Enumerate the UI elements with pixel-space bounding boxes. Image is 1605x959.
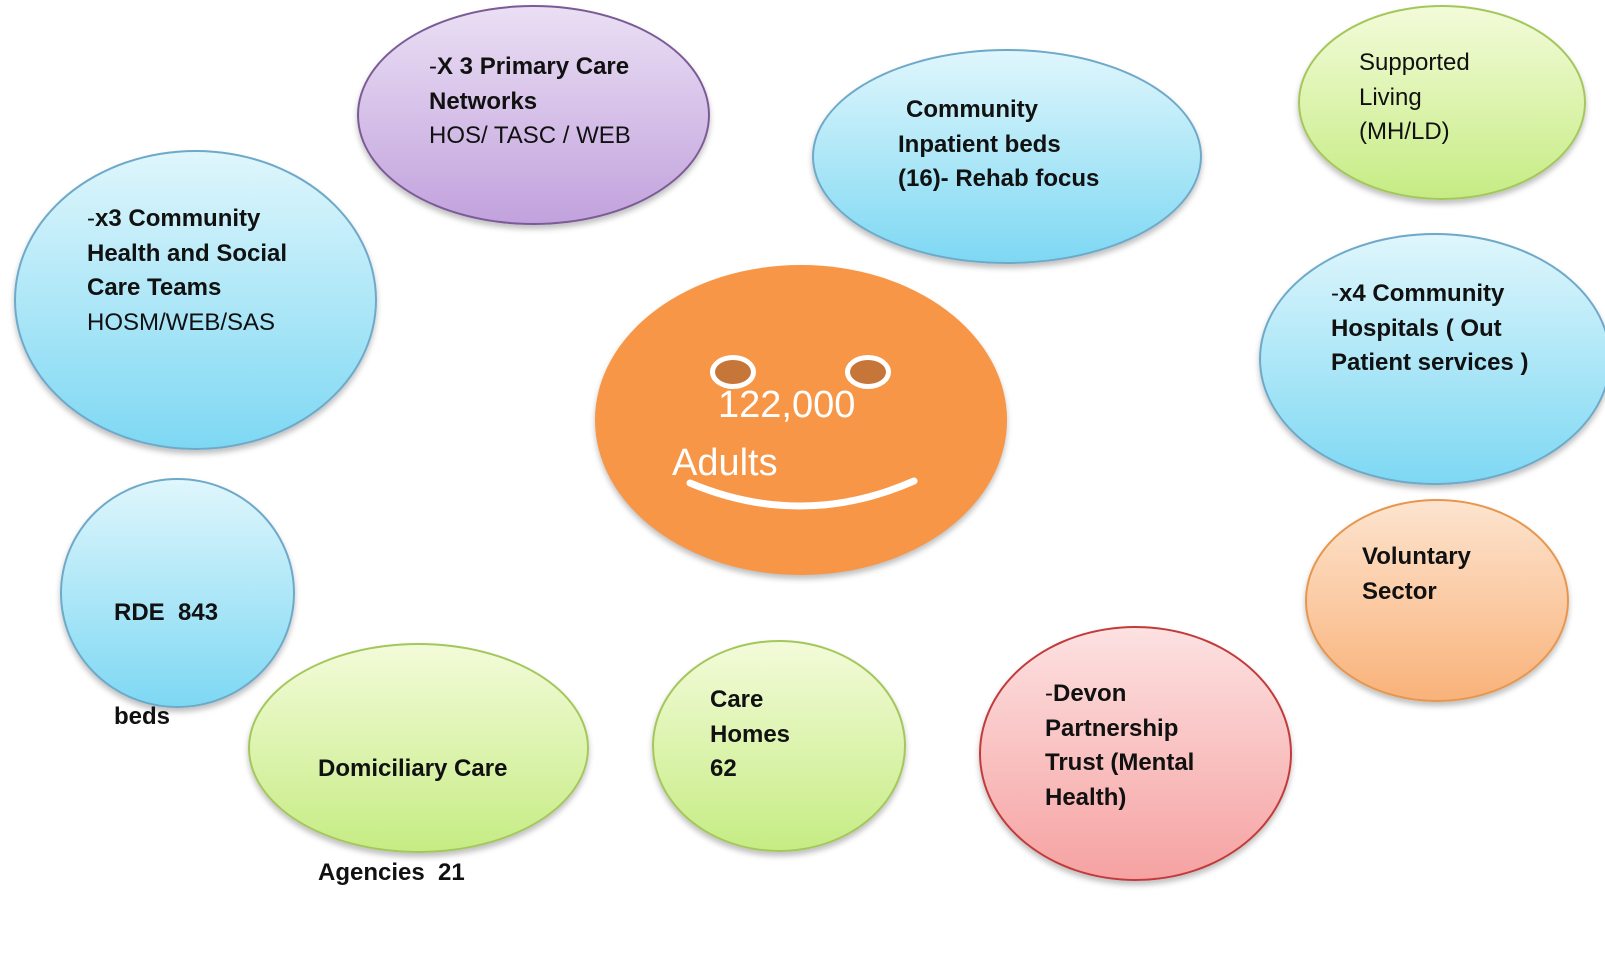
rde-bubble: [60, 478, 295, 708]
devon-label: -Devon Partnership Trust (Mental Health): [1045, 677, 1194, 815]
domiciliary-line-2: Agencies 21: [318, 858, 465, 886]
voluntary-line-1: Voluntary: [1362, 543, 1471, 570]
community-hospitals-prefix: -: [1331, 280, 1339, 307]
care-homes-line-3: 62: [710, 755, 737, 782]
community-hospitals-bubble: [1259, 233, 1605, 485]
community-hospitals-label: -x4 Community Hospitals ( Out Patient se…: [1331, 277, 1528, 381]
center-smiley-face: [595, 265, 1007, 575]
domiciliary-line-1: Domiciliary Care: [318, 755, 508, 782]
care-homes-label: Care Homes 62: [710, 683, 790, 787]
supported-living-line-3: (MH/LD): [1359, 118, 1450, 145]
community-teams-title-1: x3 Community: [95, 205, 261, 232]
care-homes-bubble: [652, 640, 906, 852]
left-eye: [710, 355, 756, 389]
community-teams-detail: HOSM/WEB/SAS: [87, 308, 276, 336]
center-population-label: Adults: [672, 442, 778, 484]
primary-care-bubble: [357, 5, 710, 225]
primary-care-title-1: X 3 Primary Care: [437, 53, 630, 80]
community-teams-prefix: -: [87, 205, 95, 232]
primary-care-detail: HOS/ TASC / WEB: [429, 122, 631, 149]
supported-living-label: Supported Living (MH/LD): [1359, 46, 1470, 150]
community-hospitals-title-2: Hospitals ( Out: [1331, 314, 1502, 342]
primary-care-title-2: Networks: [429, 87, 538, 115]
care-homes-line-1: Care: [710, 686, 764, 713]
devon-line-2: Partnership: [1045, 714, 1179, 742]
inpatient-beds-bubble: [812, 49, 1202, 264]
primary-care-label: -X 3 Primary Care Networks HOS/ TASC / W…: [429, 50, 631, 154]
primary-care-prefix: -: [429, 53, 437, 80]
devon-bubble: [979, 626, 1292, 881]
inpatient-beds-line-3: (16)- Rehab focus: [898, 165, 1100, 192]
community-teams-title-3: Care Teams: [87, 274, 222, 301]
community-teams-bubble: [14, 150, 377, 450]
devon-line-4: Health): [1045, 783, 1127, 811]
community-hospitals-title-1: x4 Community: [1339, 280, 1505, 307]
center-population-value: 122,000: [718, 384, 856, 426]
domiciliary-label: Domiciliary Care Agencies 21: [318, 683, 507, 959]
supported-living-line-2: Living: [1359, 83, 1422, 111]
voluntary-line-2: Sector: [1362, 577, 1437, 605]
care-network-diagram: -X 3 Primary Care Networks HOS/ TASC / W…: [14, 5, 1605, 886]
community-teams-title-2: Health and Social: [87, 239, 288, 267]
inpatient-beds-line-1: Community: [906, 96, 1038, 123]
inpatient-beds-line-2: Inpatient beds: [898, 130, 1061, 158]
rde-label: RDE 843 beds: [114, 527, 218, 803]
devon-line-3: Trust (Mental: [1045, 749, 1195, 776]
care-homes-line-2: Homes: [710, 720, 791, 748]
rde-line-1: RDE 843: [114, 599, 219, 626]
community-teams-label: -x3 Community Health and Social Care Tea…: [87, 202, 287, 340]
voluntary-bubble: [1305, 499, 1569, 702]
inpatient-beds-label: Community Inpatient beds (16)- Rehab foc…: [898, 93, 1099, 197]
devon-line-1: Devon: [1053, 680, 1127, 707]
domiciliary-bubble: [248, 643, 589, 853]
voluntary-label: Voluntary Sector: [1362, 540, 1471, 609]
devon-prefix: -: [1045, 680, 1053, 707]
supported-living-line-1: Supported: [1359, 49, 1470, 76]
community-hospitals-title-3: Patient services ): [1331, 349, 1529, 376]
smile-mouth: [686, 477, 918, 510]
right-eye: [845, 355, 891, 389]
rde-line-2: beds: [114, 702, 171, 730]
supported-living-bubble: [1298, 5, 1586, 200]
